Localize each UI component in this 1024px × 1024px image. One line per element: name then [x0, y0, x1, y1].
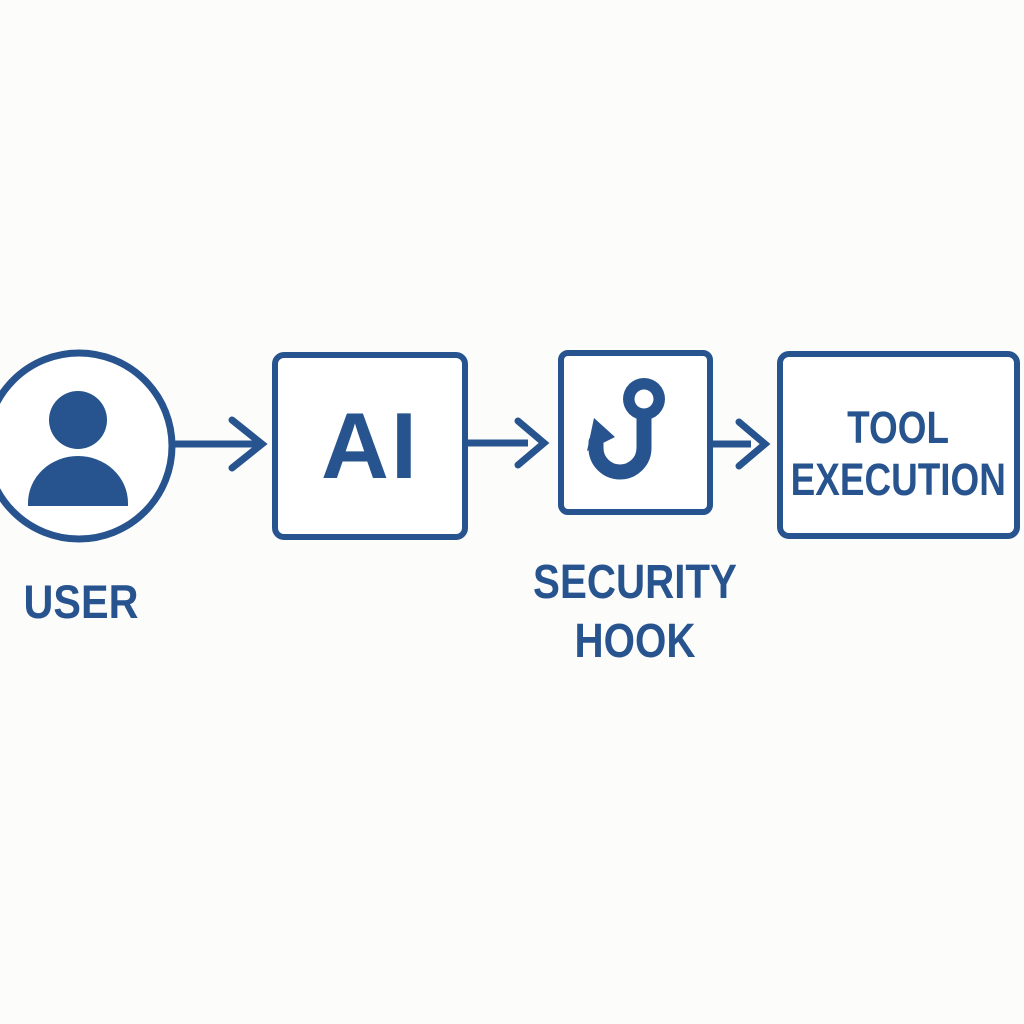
ai-label: AI: [321, 393, 419, 498]
arrow-security-hook-to-tool-execution: [713, 418, 771, 470]
tool-execution-label: TOOL EXECUTION: [767, 402, 1024, 506]
tool-execution-node: TOOL EXECUTION: [777, 351, 1020, 539]
arrow-user-to-ai: [173, 416, 268, 472]
security-hook-label: SECURITY HOOK: [435, 554, 835, 671]
security-hook-label-line1: SECURITY: [533, 556, 737, 609]
arrow-ai-to-security-hook: [468, 417, 550, 469]
security-hook-label-line2: HOOK: [574, 614, 696, 668]
ai-node: AI: [272, 352, 468, 540]
fish-hook-icon: [586, 377, 665, 479]
user-node: [0, 349, 176, 543]
tool-execution-label-line2: EXECUTION: [790, 454, 1007, 505]
tool-execution-label-line1: TOOL: [847, 401, 950, 453]
security-hook-node: [558, 350, 713, 515]
user-label: USER: [23, 575, 139, 628]
person-avatar-icon: [0, 349, 176, 543]
